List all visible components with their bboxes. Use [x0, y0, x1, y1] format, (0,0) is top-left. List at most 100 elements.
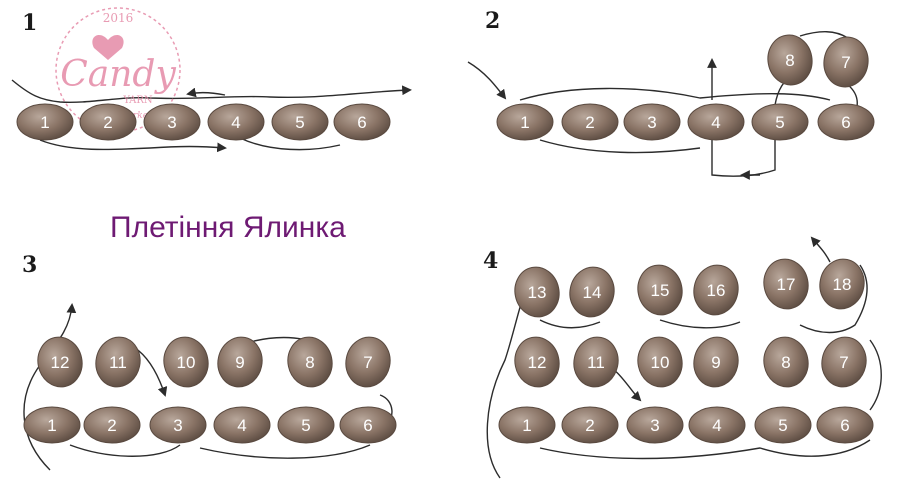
bead-p3-mid-11: 11	[95, 336, 141, 388]
bead-shape	[637, 264, 683, 316]
step-3-label: 3	[22, 252, 37, 278]
bead-shape	[217, 336, 263, 388]
bead-number: 1	[40, 113, 49, 132]
bead-number: 5	[295, 113, 304, 132]
bead-number: 6	[363, 416, 372, 435]
bead-shape	[83, 406, 141, 444]
bead-number: 3	[647, 113, 656, 132]
bead-shape	[333, 103, 391, 141]
step-4-label: 4	[483, 248, 498, 274]
bead-shape	[819, 258, 865, 310]
bead-p3-bottom-5: 5	[277, 406, 335, 444]
bead-p2-bottom-6: 6	[817, 103, 875, 141]
bead-p4-top-17: 17	[763, 258, 809, 310]
bead-number: 10	[651, 353, 670, 372]
bead-shape	[754, 406, 812, 444]
bead-shape	[687, 103, 745, 141]
bead-p4-top-14: 14	[569, 266, 615, 318]
bead-shape	[561, 103, 619, 141]
bead-number: 9	[711, 353, 720, 372]
bead-shape	[693, 264, 739, 316]
bead-number: 7	[841, 53, 850, 72]
bead-number: 6	[357, 113, 366, 132]
bead-number: 1	[522, 416, 531, 435]
bead-number: 2	[103, 113, 112, 132]
bead-number: 5	[775, 113, 784, 132]
bead-p3-bottom-1: 1	[23, 406, 81, 444]
bead-p1-5: 5	[271, 103, 329, 141]
bead-p4-mid-11: 11	[573, 336, 619, 388]
bead-shape	[573, 336, 619, 388]
bead-number: 1	[47, 416, 56, 435]
bead-p3-bottom-6: 6	[339, 406, 397, 444]
logo-brand: Candy	[60, 54, 176, 95]
bead-shape	[817, 103, 875, 141]
bead-shape	[143, 103, 201, 141]
bead-number: 3	[650, 416, 659, 435]
bead-number: 7	[839, 353, 848, 372]
bead-p1-1: 1	[16, 103, 74, 141]
bead-number: 12	[528, 353, 547, 372]
bead-shape	[287, 336, 333, 388]
bead-shape	[149, 406, 207, 444]
bead-shape	[514, 266, 560, 318]
bead-p1-3: 3	[143, 103, 201, 141]
bead-shape	[213, 406, 271, 444]
bead-number: 2	[585, 113, 594, 132]
bead-shape	[79, 103, 137, 141]
bead-number: 13	[528, 283, 547, 302]
bead-p2-bottom-3: 3	[623, 103, 681, 141]
bead-number: 1	[520, 113, 529, 132]
bead-p2-bottom-2: 2	[561, 103, 619, 141]
bead-shape	[688, 406, 746, 444]
bead-shape	[496, 103, 554, 141]
bead-p2-top-7: 7	[823, 36, 869, 88]
bead-shape	[37, 336, 83, 388]
bead-shape	[693, 336, 739, 388]
bead-p1-4: 4	[207, 103, 265, 141]
bead-p1-2: 2	[79, 103, 137, 141]
bead-number: 16	[707, 281, 726, 300]
bead-number: 12	[51, 353, 70, 372]
bead-p4-mid-10: 10	[637, 336, 683, 388]
bead-number: 8	[305, 353, 314, 372]
bead-number: 6	[841, 113, 850, 132]
bead-p4-bottom-4: 4	[688, 406, 746, 444]
bead-shape	[498, 406, 556, 444]
bead-number: 4	[231, 113, 240, 132]
bead-number: 15	[651, 281, 670, 300]
bead-shape	[763, 258, 809, 310]
bead-number: 8	[785, 51, 794, 70]
logo-year: 2016	[103, 11, 134, 25]
bead-number: 9	[235, 353, 244, 372]
bead-shape	[163, 336, 209, 388]
bead-p3-mid-12: 12	[37, 336, 83, 388]
bead-number: 5	[778, 416, 787, 435]
bead-p4-mid-9: 9	[693, 336, 739, 388]
bead-number: 18	[833, 275, 852, 294]
bead-shape	[751, 103, 809, 141]
bead-p4-mid-8: 8	[763, 336, 809, 388]
bead-shape	[339, 406, 397, 444]
bead-p1-6: 6	[333, 103, 391, 141]
bead-number: 10	[177, 353, 196, 372]
bead-number: 2	[107, 416, 116, 435]
bead-number: 2	[585, 416, 594, 435]
bead-shape	[767, 34, 813, 86]
bead-p3-bottom-3: 3	[149, 406, 207, 444]
bead-number: 3	[167, 113, 176, 132]
bead-shape	[569, 266, 615, 318]
bead-p2-bottom-1: 1	[496, 103, 554, 141]
bead-p4-bottom-3: 3	[626, 406, 684, 444]
bead-number: 17	[777, 275, 796, 294]
bead-number: 4	[712, 416, 721, 435]
bead-number: 6	[840, 416, 849, 435]
bead-p2-top-8: 8	[767, 34, 813, 86]
bead-p4-bottom-2: 2	[561, 406, 619, 444]
bead-number: 3	[173, 416, 182, 435]
page-title: Плетіння Ялинка	[110, 211, 346, 244]
bead-shape	[16, 103, 74, 141]
bead-p3-mid-7: 7	[345, 336, 391, 388]
